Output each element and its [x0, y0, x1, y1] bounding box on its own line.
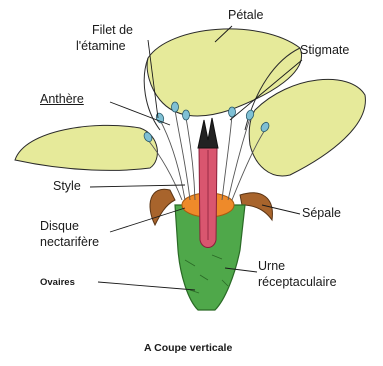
label-anthere: Anthère — [40, 93, 84, 106]
figure-caption: A Coupe verticale — [144, 342, 232, 355]
label-stigmate: Stigmate — [300, 44, 349, 57]
label-ovaires: Ovaires — [40, 276, 75, 289]
label-disque-line1: Disque — [40, 220, 79, 233]
label-filet-line2: l'étamine — [76, 40, 126, 53]
sepal-left — [150, 189, 175, 225]
label-disque-line2: nectarifère — [40, 236, 99, 249]
label-urne-line2: réceptaculaire — [258, 276, 337, 289]
label-urne-line1: Urne — [258, 260, 285, 273]
label-style: Style — [53, 180, 81, 193]
label-petale: Pétale — [228, 9, 263, 22]
label-filet-line1: Filet de — [92, 24, 133, 37]
stigma — [198, 118, 218, 148]
label-sepale: Sépale — [302, 207, 341, 220]
petal-left — [15, 125, 157, 170]
